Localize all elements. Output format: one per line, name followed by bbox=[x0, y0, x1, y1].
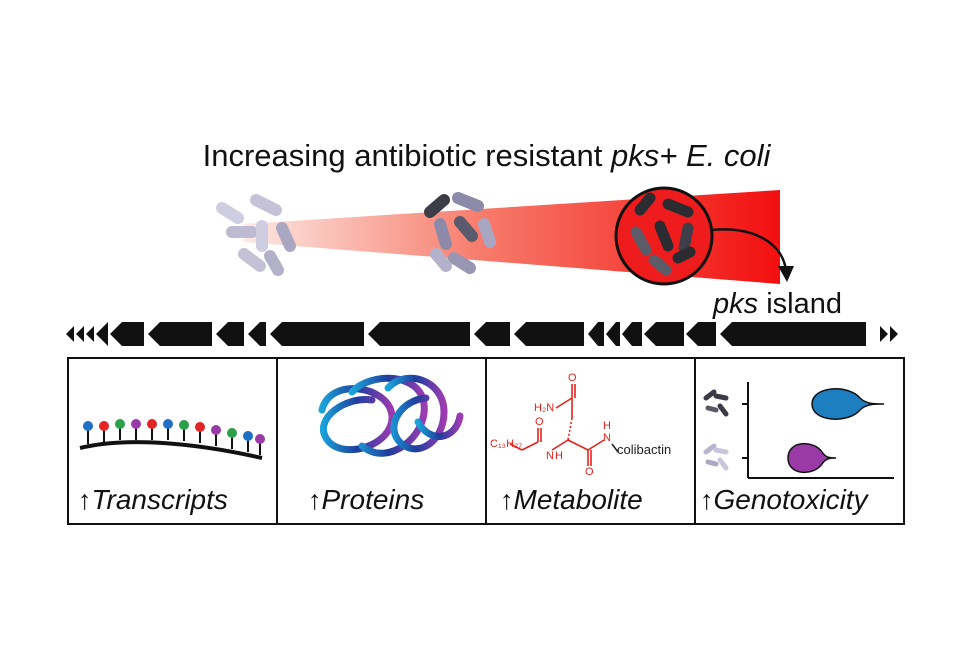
diagram-title: Increasing antibiotic resistant pks+ E. … bbox=[0, 138, 973, 174]
label-text: Transcripts bbox=[91, 484, 228, 515]
metabolite-structure bbox=[509, 384, 619, 466]
chem-o-left: O bbox=[535, 416, 544, 428]
bacteria-cluster-mid bbox=[424, 192, 496, 274]
genotoxicity-plot bbox=[703, 382, 894, 479]
island-suffix: island bbox=[758, 288, 842, 320]
bacteria-cluster-high bbox=[614, 186, 714, 286]
chem-h-left: H bbox=[555, 450, 563, 462]
chem-o-right: O bbox=[585, 466, 594, 478]
violin-susceptible bbox=[787, 443, 837, 473]
pks-italic: pks bbox=[713, 288, 759, 320]
chem-h2n: H₂N bbox=[534, 402, 555, 414]
chem-n-right: N bbox=[603, 432, 611, 444]
up-arrow-icon: ↑ bbox=[500, 485, 514, 515]
transcripts-icon bbox=[79, 419, 265, 460]
up-arrow-icon: ↑ bbox=[700, 485, 714, 515]
panel-label-genotoxicity: ↑Genotoxicity bbox=[700, 484, 868, 516]
chem-n-left: N bbox=[546, 450, 554, 462]
chem-chain: C₁₃H₂₇ bbox=[490, 438, 523, 450]
pks-island-label: pks island bbox=[713, 288, 842, 321]
chem-h-right: H bbox=[603, 420, 611, 432]
proteins-icon bbox=[318, 374, 464, 457]
pks-gene-cluster bbox=[66, 322, 898, 346]
title-italic: pks+ E. coli bbox=[611, 138, 771, 173]
up-arrow-icon: ↑ bbox=[78, 485, 92, 515]
label-text: Metabolite bbox=[513, 484, 643, 515]
panel-frames bbox=[67, 357, 905, 525]
chem-colibactin: colibactin bbox=[617, 442, 672, 457]
up-arrow-icon: ↑ bbox=[308, 485, 322, 515]
bacteria-cluster-low bbox=[216, 194, 296, 276]
curved-arrow-icon bbox=[711, 228, 794, 282]
panel-label-transcripts: ↑Transcripts bbox=[78, 484, 228, 516]
label-text: Genotoxicity bbox=[713, 484, 868, 515]
panel-label-proteins: ↑Proteins bbox=[308, 484, 424, 516]
label-text: Proteins bbox=[321, 484, 425, 515]
panel-label-metabolite: ↑Metabolite bbox=[500, 484, 643, 516]
violin-resistant bbox=[811, 388, 885, 420]
chem-o-top: O bbox=[568, 372, 577, 384]
title-prefix: Increasing antibiotic resistant bbox=[202, 138, 611, 173]
